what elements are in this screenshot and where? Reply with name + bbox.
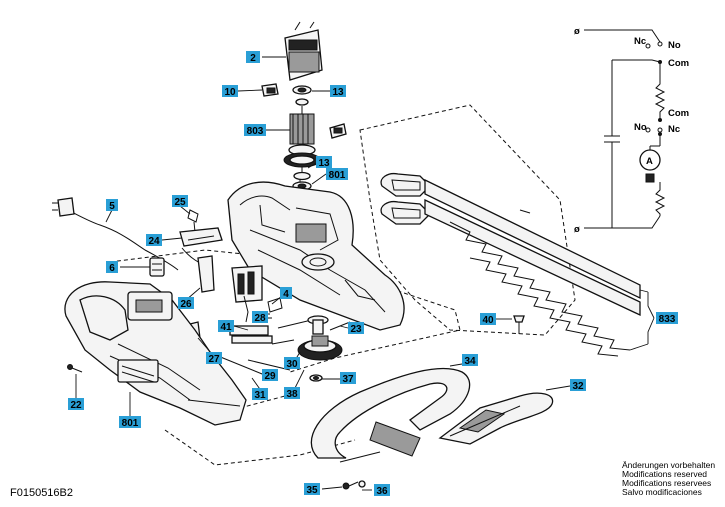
cable-clamp — [149, 257, 165, 277]
note-line-es: Salvo modificaciones — [622, 487, 702, 497]
callout-tag — [252, 311, 268, 323]
callout-tags: 2 10 13 803 13 801 5 25 24 6 26 4 28 41 … — [68, 51, 678, 497]
callout-31: 31 — [254, 390, 266, 401]
callout-tag — [206, 352, 222, 364]
callout-26: 26 — [180, 299, 192, 310]
callout-tag — [106, 261, 118, 273]
blade-assembly — [380, 172, 641, 357]
note-line-en: Modifications reserved — [622, 469, 707, 479]
callout-tag — [106, 199, 118, 211]
callout-29: 29 — [264, 371, 276, 382]
housing-left-half — [64, 281, 247, 426]
armature — [283, 106, 347, 180]
switch-assembly — [229, 265, 273, 344]
drawing-code: F0150516B2 — [10, 487, 73, 499]
blade-guard — [438, 392, 554, 445]
label-no-bottom: No — [634, 122, 647, 133]
callout-tag — [218, 320, 234, 332]
push-rod — [247, 339, 295, 371]
callout-tag — [119, 416, 141, 428]
callout-10: 10 — [224, 87, 236, 98]
gear-assembly — [277, 315, 351, 382]
label-com-top: Com — [668, 58, 689, 69]
wiring-schematic: ø ø Nc No Com Com No Nc A — [574, 26, 689, 235]
callout-tag — [172, 195, 188, 207]
callout-833: 833 — [659, 314, 676, 325]
callout-30: 30 — [286, 359, 298, 370]
callout-tag — [326, 168, 348, 180]
callout-tag — [316, 156, 332, 168]
callout-13a: 13 — [332, 87, 344, 98]
brush-holder-left — [261, 83, 279, 97]
modification-notes: Änderungen vorbehalten Modifications res… — [622, 460, 715, 497]
callout-tag — [340, 372, 356, 384]
callout-tag — [570, 379, 586, 391]
callout-25: 25 — [174, 197, 186, 208]
callout-28: 28 — [254, 313, 266, 324]
callout-tag — [222, 85, 238, 97]
motor-symbol: A — [646, 156, 653, 167]
callout-tag — [348, 322, 364, 334]
label-no-top: No — [668, 40, 681, 51]
callout-tag — [374, 484, 390, 496]
callout-tag — [284, 357, 300, 369]
callout-2: 2 — [250, 53, 256, 64]
callout-6: 6 — [109, 263, 115, 274]
callout-tag — [146, 234, 162, 246]
callout-tag — [304, 483, 320, 495]
callout-13b: 13 — [318, 158, 330, 169]
callout-37: 37 — [342, 374, 354, 385]
callout-tag — [178, 297, 194, 309]
motor-stator — [284, 21, 323, 81]
front-handle — [310, 367, 471, 490]
callout-40: 40 — [482, 315, 494, 326]
label-nc-top: Nc — [634, 36, 646, 47]
blade-screw — [513, 315, 525, 334]
callout-5: 5 — [109, 201, 115, 212]
label-nc-bottom: Nc — [668, 124, 680, 135]
callout-tag — [284, 387, 300, 399]
callout-tag — [252, 388, 268, 400]
callout-tag — [480, 313, 496, 325]
callout-38: 38 — [286, 389, 298, 400]
power-cord — [52, 197, 179, 271]
callout-22: 22 — [70, 400, 82, 411]
callout-tag — [462, 354, 478, 366]
callout-tag — [330, 85, 346, 97]
callout-tag — [68, 398, 84, 410]
callout-41: 41 — [220, 322, 232, 333]
callout-tag — [246, 51, 260, 63]
bearing-top — [292, 85, 312, 106]
callout-801b: 801 — [122, 418, 139, 429]
callout-tag — [244, 124, 266, 136]
housing-right-half — [227, 181, 405, 331]
phase-symbol-top: ø — [574, 26, 580, 37]
callout-35: 35 — [306, 485, 318, 496]
callout-4: 4 — [283, 289, 289, 300]
cable-guide — [179, 227, 223, 267]
label-com-mid: Com — [668, 108, 689, 119]
callout-34: 34 — [464, 356, 476, 367]
callout-tag — [280, 287, 292, 299]
note-line-fr: Modifications reservees — [622, 478, 711, 488]
phase-symbol-bottom: ø — [574, 224, 580, 235]
callout-23: 23 — [350, 324, 362, 335]
callout-24: 24 — [148, 236, 160, 247]
callout-27: 27 — [208, 354, 220, 365]
callout-36: 36 — [376, 486, 388, 497]
callout-tag — [656, 312, 678, 324]
callout-801a: 801 — [329, 170, 346, 181]
note-line-de: Änderungen vorbehalten — [622, 460, 715, 470]
callout-32: 32 — [572, 381, 584, 392]
housing-screw — [67, 364, 83, 373]
callout-803: 803 — [247, 126, 264, 137]
callout-tag — [262, 369, 278, 381]
